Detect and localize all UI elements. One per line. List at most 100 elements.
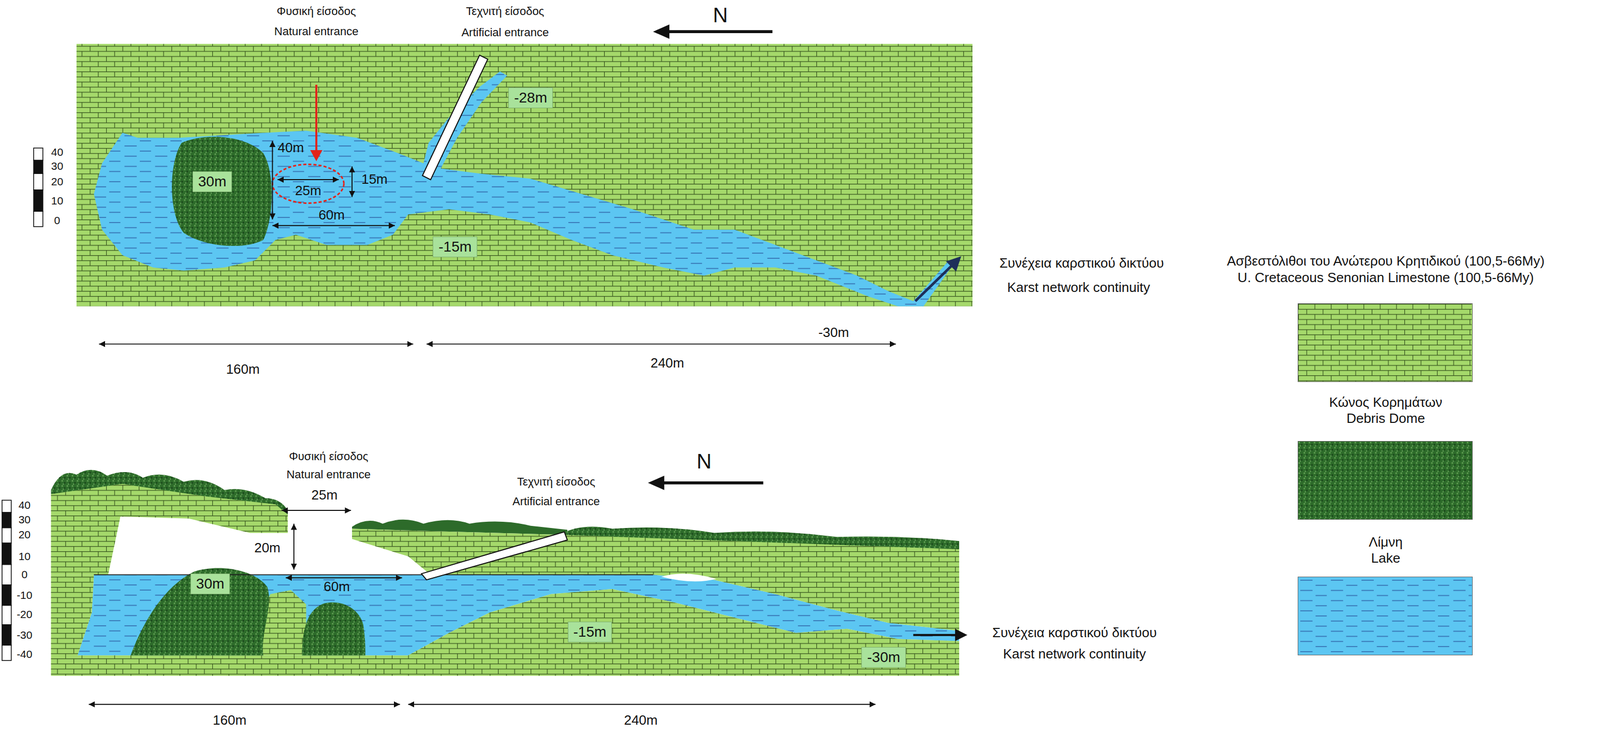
legend-text: Κώνος Κορημάτων Debris Dome [1328,394,1444,427]
entrance-label: Artificial entrance [512,494,600,508]
scale-number: 20 [18,528,31,541]
legend-swatch-texture [1298,303,1472,382]
scale-number: -10 [16,589,33,602]
entrance-label: Φυσική είσοδος [288,449,369,463]
debris-dome-section-texture [302,602,366,656]
entrance-label: Τεχνιτή είσοδος [465,4,545,18]
lake-plan [93,71,954,307]
scale-number: 20 [51,175,64,188]
karst-arrowhead [945,256,962,272]
north-arrowhead [653,24,670,39]
dimension-label: 60m [323,579,350,595]
entrance-label: Τεχνιτή είσοδος [517,475,596,489]
scale-number: 10 [18,550,31,563]
lake-plan-fill [93,71,954,307]
scale-segment [33,160,43,174]
artificial-entrance-shaft [422,54,488,180]
length-label: 160m [212,712,247,729]
depth-box: -15m [432,236,478,258]
scale-segment [33,173,43,190]
scale-number: 10 [51,194,64,208]
entrance-label: Φυσική είσοδος [276,4,357,18]
scale-segment [2,564,12,585]
depth-box: -28m [508,87,553,109]
scale-number: 0 [21,568,28,581]
karst-arrow [915,264,953,302]
legend-swatch [1297,441,1473,520]
scale-segment [2,644,12,661]
depth-value: 30m [198,173,227,190]
dimension-line [271,140,273,220]
scale-segment [2,527,12,544]
scale-number: 30 [51,159,64,173]
dimension-label: 60m [318,207,345,224]
scale-number: -30 [16,628,33,642]
scale-number: 40 [18,498,31,512]
scale-segment [33,211,43,227]
legend-swatch-texture [1298,441,1472,520]
dimension-line [293,523,295,570]
entrance-outline [272,164,344,204]
depth-value: -15m [438,238,472,256]
depth-value: -30m [867,649,901,666]
length-dimension [408,703,876,706]
entrance-arrow [315,84,318,154]
length-dimension [426,343,897,345]
dimension-line [277,179,339,181]
depth-value: -15m [573,623,607,641]
debris-dome-section [130,568,269,656]
scale-segment [2,542,12,565]
legend-swatch [1297,576,1473,656]
debris-dome-plan-texture [171,136,272,246]
length-label: 160m [226,361,260,378]
debris-dome-plan [171,136,272,246]
entrance-label: Artificial entrance [461,25,549,39]
karst-arrow [913,634,958,637]
north-arrow [659,481,763,485]
dimension-line [285,577,403,579]
rock-upper-left [51,483,288,576]
scale-bar [33,148,43,227]
dimension-line [351,166,353,197]
limestone-plan-texture [76,43,973,307]
dimension-label: 20m [254,540,281,556]
depth-box: -15m [567,621,613,643]
depth-label: -30m [818,325,849,341]
north-label: N [712,3,728,27]
dimension-label: 25m [311,487,339,504]
length-dimension [89,703,401,706]
dimension-label: 40m [277,140,305,156]
scale-segment [2,605,12,625]
length-label: 240m [623,712,658,729]
north-label: N [696,449,712,474]
scale-number: 30 [18,513,31,526]
network-label: Karst network continuity [1007,280,1151,296]
legend-swatch-pattern [1298,577,1472,655]
debris-dome-section-texture [130,568,269,656]
depth-value: -28m [514,89,548,107]
depth-box: -30m [861,647,906,668]
scale-bar [2,500,12,661]
air-pocket [661,573,716,582]
entrance-arrowhead [310,150,323,162]
karst-arrowhead [955,628,968,642]
scale-segment [33,189,43,212]
legend-swatch [1297,303,1473,383]
debris-dome-section [302,602,366,656]
length-label: 240m [650,355,685,372]
legend-text: Ασβεστόλιθοι του Ανώτερου Κρητιδικού (10… [1226,253,1546,286]
entrance-label: Natural entrance [286,467,371,481]
scale-segment [2,584,12,606]
dimension-label: 25m [295,183,322,199]
entrance-label: Natural entrance [274,24,359,38]
scale-segment [33,148,43,161]
network-label: Συνέχεια καρστικού δικτύου [999,255,1165,272]
scale-segment [2,512,12,528]
scale-number: -40 [16,648,33,661]
length-dimension [98,343,414,345]
north-arrowhead [648,475,665,491]
north-arrow [665,30,773,34]
network-label: Karst network continuity [1003,646,1147,663]
legend-swatch-texture [1298,577,1472,655]
